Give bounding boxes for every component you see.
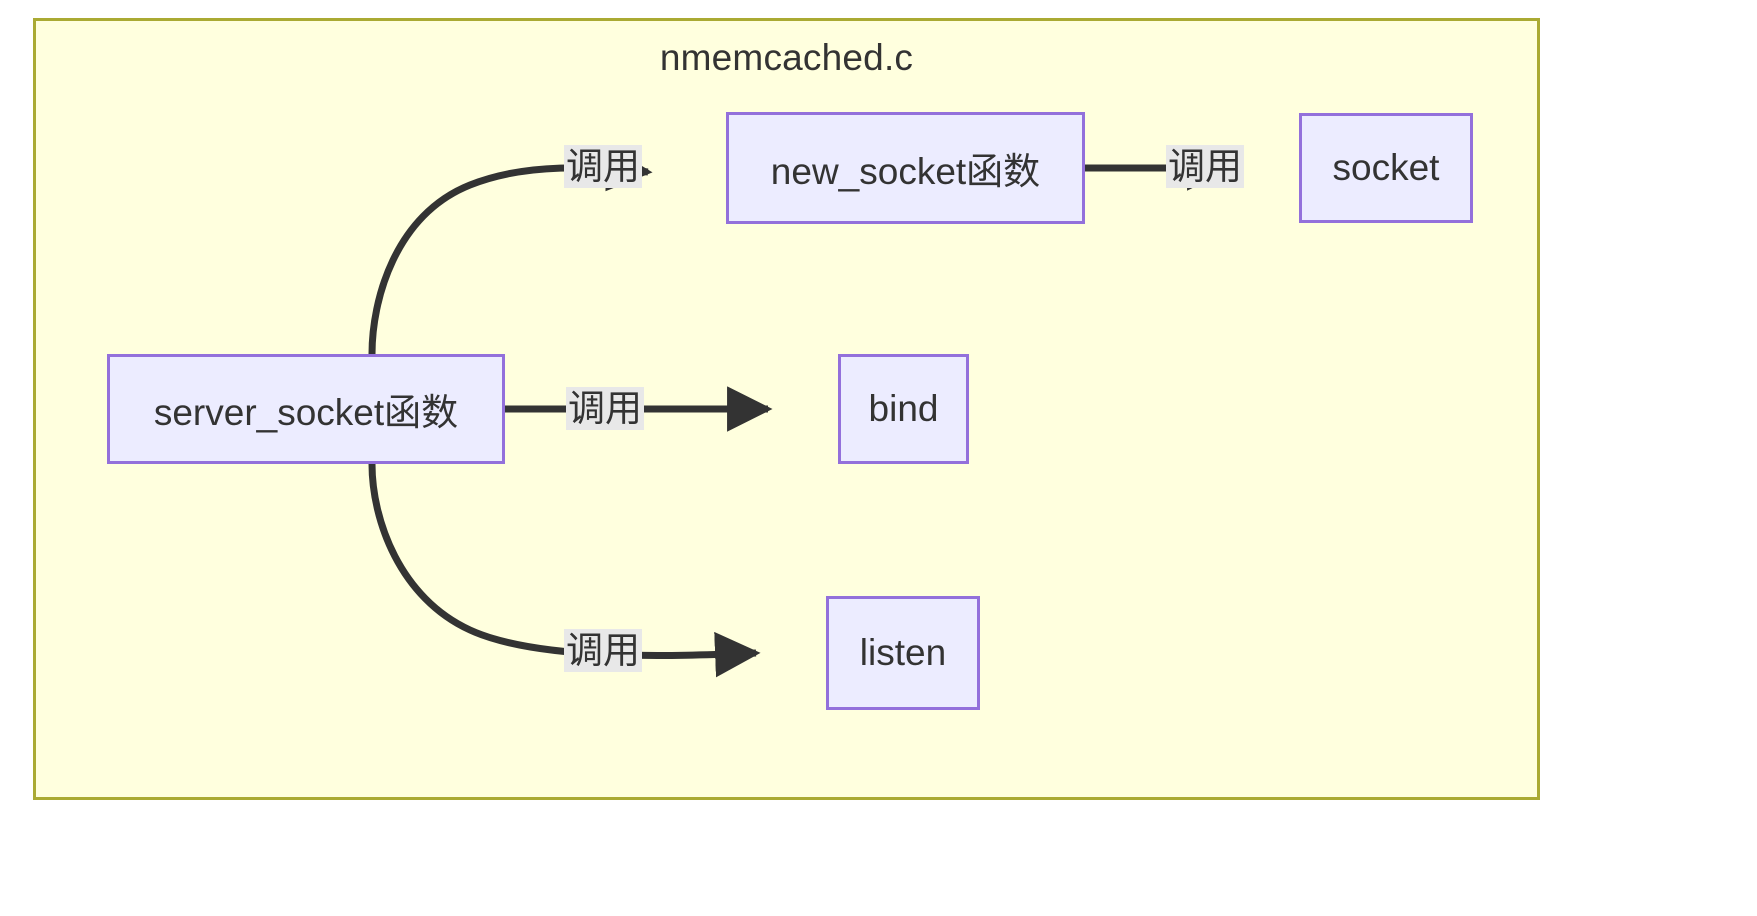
node-label: listen — [859, 632, 947, 673]
node-bind[interactable]: bind — [838, 354, 969, 464]
node-label: new_socket函数 — [770, 151, 1041, 192]
edge-label-server-socket-to-bind: 调用 — [566, 387, 644, 431]
node-server-socket[interactable]: server_socket函数 — [107, 354, 505, 464]
node-listen[interactable]: listen — [826, 596, 980, 710]
edge-label-server-socket-to-listen: 调用 — [564, 629, 642, 673]
node-label: bind — [868, 388, 939, 429]
edge-label-server-socket-to-new-socket: 调用 — [564, 145, 642, 189]
node-label: socket — [1332, 147, 1440, 188]
edge-label-new-socket-to-socket: 调用 — [1166, 145, 1244, 189]
node-new-socket[interactable]: new_socket函数 — [726, 112, 1085, 224]
subgraph-title: nmemcached.c — [659, 37, 914, 78]
node-label: server_socket函数 — [153, 392, 459, 433]
node-socket[interactable]: socket — [1299, 113, 1473, 223]
